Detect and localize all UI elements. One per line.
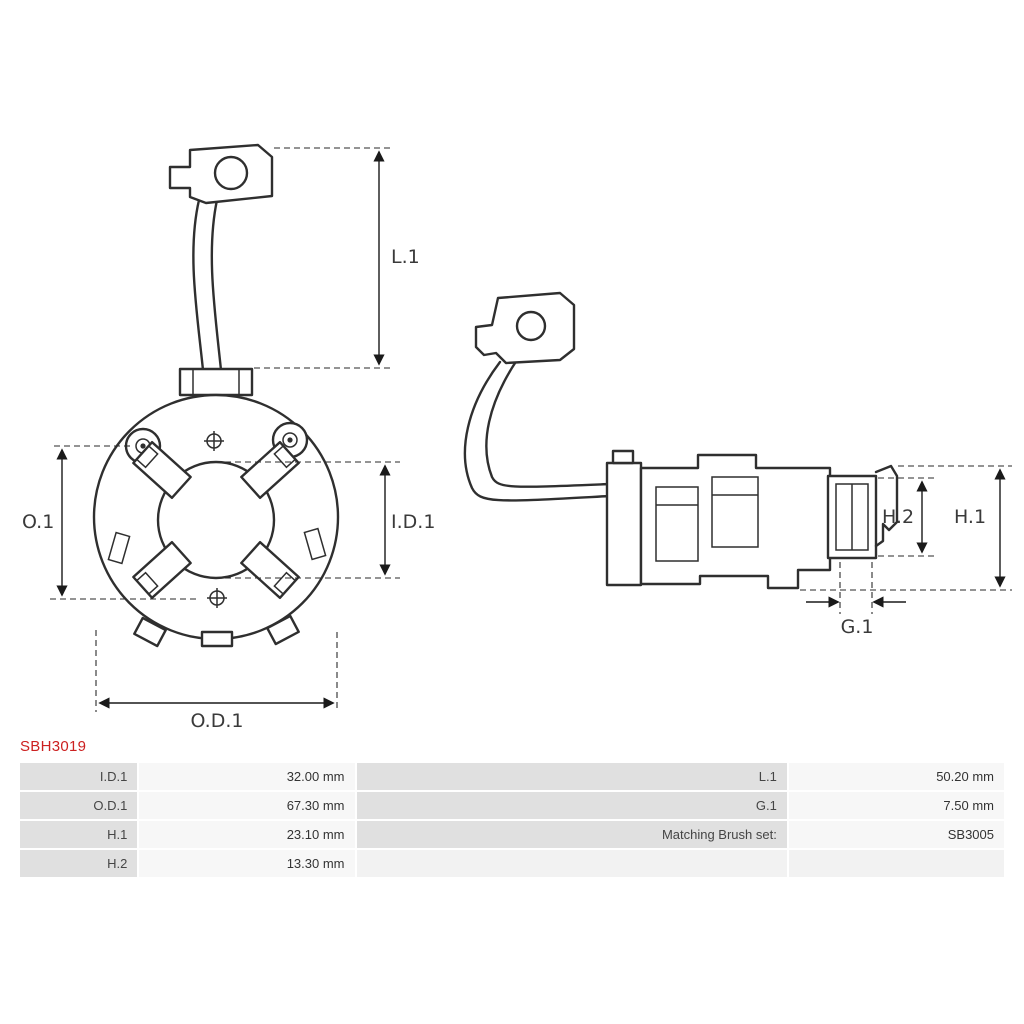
spec-row: H.1 23.10 mm Matching Brush set: SB3005 — [20, 821, 1004, 848]
spec-label: H.1 — [20, 821, 138, 848]
dim-label-o1: O.1 — [22, 511, 54, 533]
spec-row: H.2 13.30 mm — [20, 850, 1004, 877]
spec-label: I.D.1 — [20, 763, 138, 790]
dim-label-g1: G.1 — [841, 616, 874, 638]
dim-label-h1: H.1 — [954, 506, 986, 528]
dim-label-h2: H.2 — [882, 506, 914, 528]
side-view-dimensions: H.2 H.1 G.1 — [800, 465, 1012, 638]
spec-label: G.1 — [356, 792, 787, 819]
dim-label-l1: L.1 — [391, 246, 420, 268]
spec-value: 7.50 mm — [788, 792, 1004, 819]
front-view-dimensions: L.1 O.1 I.D.1 O.D.1 — [22, 147, 435, 732]
spec-label: L.1 — [356, 763, 787, 790]
spec-row: O.D.1 67.30 mm G.1 7.50 mm — [20, 792, 1004, 819]
dim-label-id1: I.D.1 — [391, 511, 435, 533]
part-number: SBH3019 — [20, 738, 87, 755]
spec-value: 67.30 mm — [139, 792, 355, 819]
dim-label-od1: O.D.1 — [191, 710, 244, 732]
spec-label: H.2 — [20, 850, 138, 877]
spec-value: 13.30 mm — [139, 850, 355, 877]
spec-value: 50.20 mm — [788, 763, 1004, 790]
spec-label: O.D.1 — [20, 792, 138, 819]
front-view — [92, 143, 340, 648]
spec-label: Matching Brush set: — [356, 821, 787, 848]
spec-value: SB3005 — [788, 821, 1004, 848]
spec-value: 32.00 mm — [139, 763, 355, 790]
spec-label — [356, 850, 787, 877]
side-view — [463, 291, 899, 590]
spec-value — [788, 850, 1004, 877]
technical-drawing: L.1 O.1 I.D.1 O.D.1 — [22, 143, 1012, 732]
spec-section: SBH3019 I.D.1 32.00 mm L.1 50.20 mm O.D.… — [18, 738, 1006, 879]
spec-value: 23.10 mm — [139, 821, 355, 848]
spec-table: I.D.1 32.00 mm L.1 50.20 mm O.D.1 67.30 … — [18, 761, 1006, 879]
spec-row: I.D.1 32.00 mm L.1 50.20 mm — [20, 763, 1004, 790]
